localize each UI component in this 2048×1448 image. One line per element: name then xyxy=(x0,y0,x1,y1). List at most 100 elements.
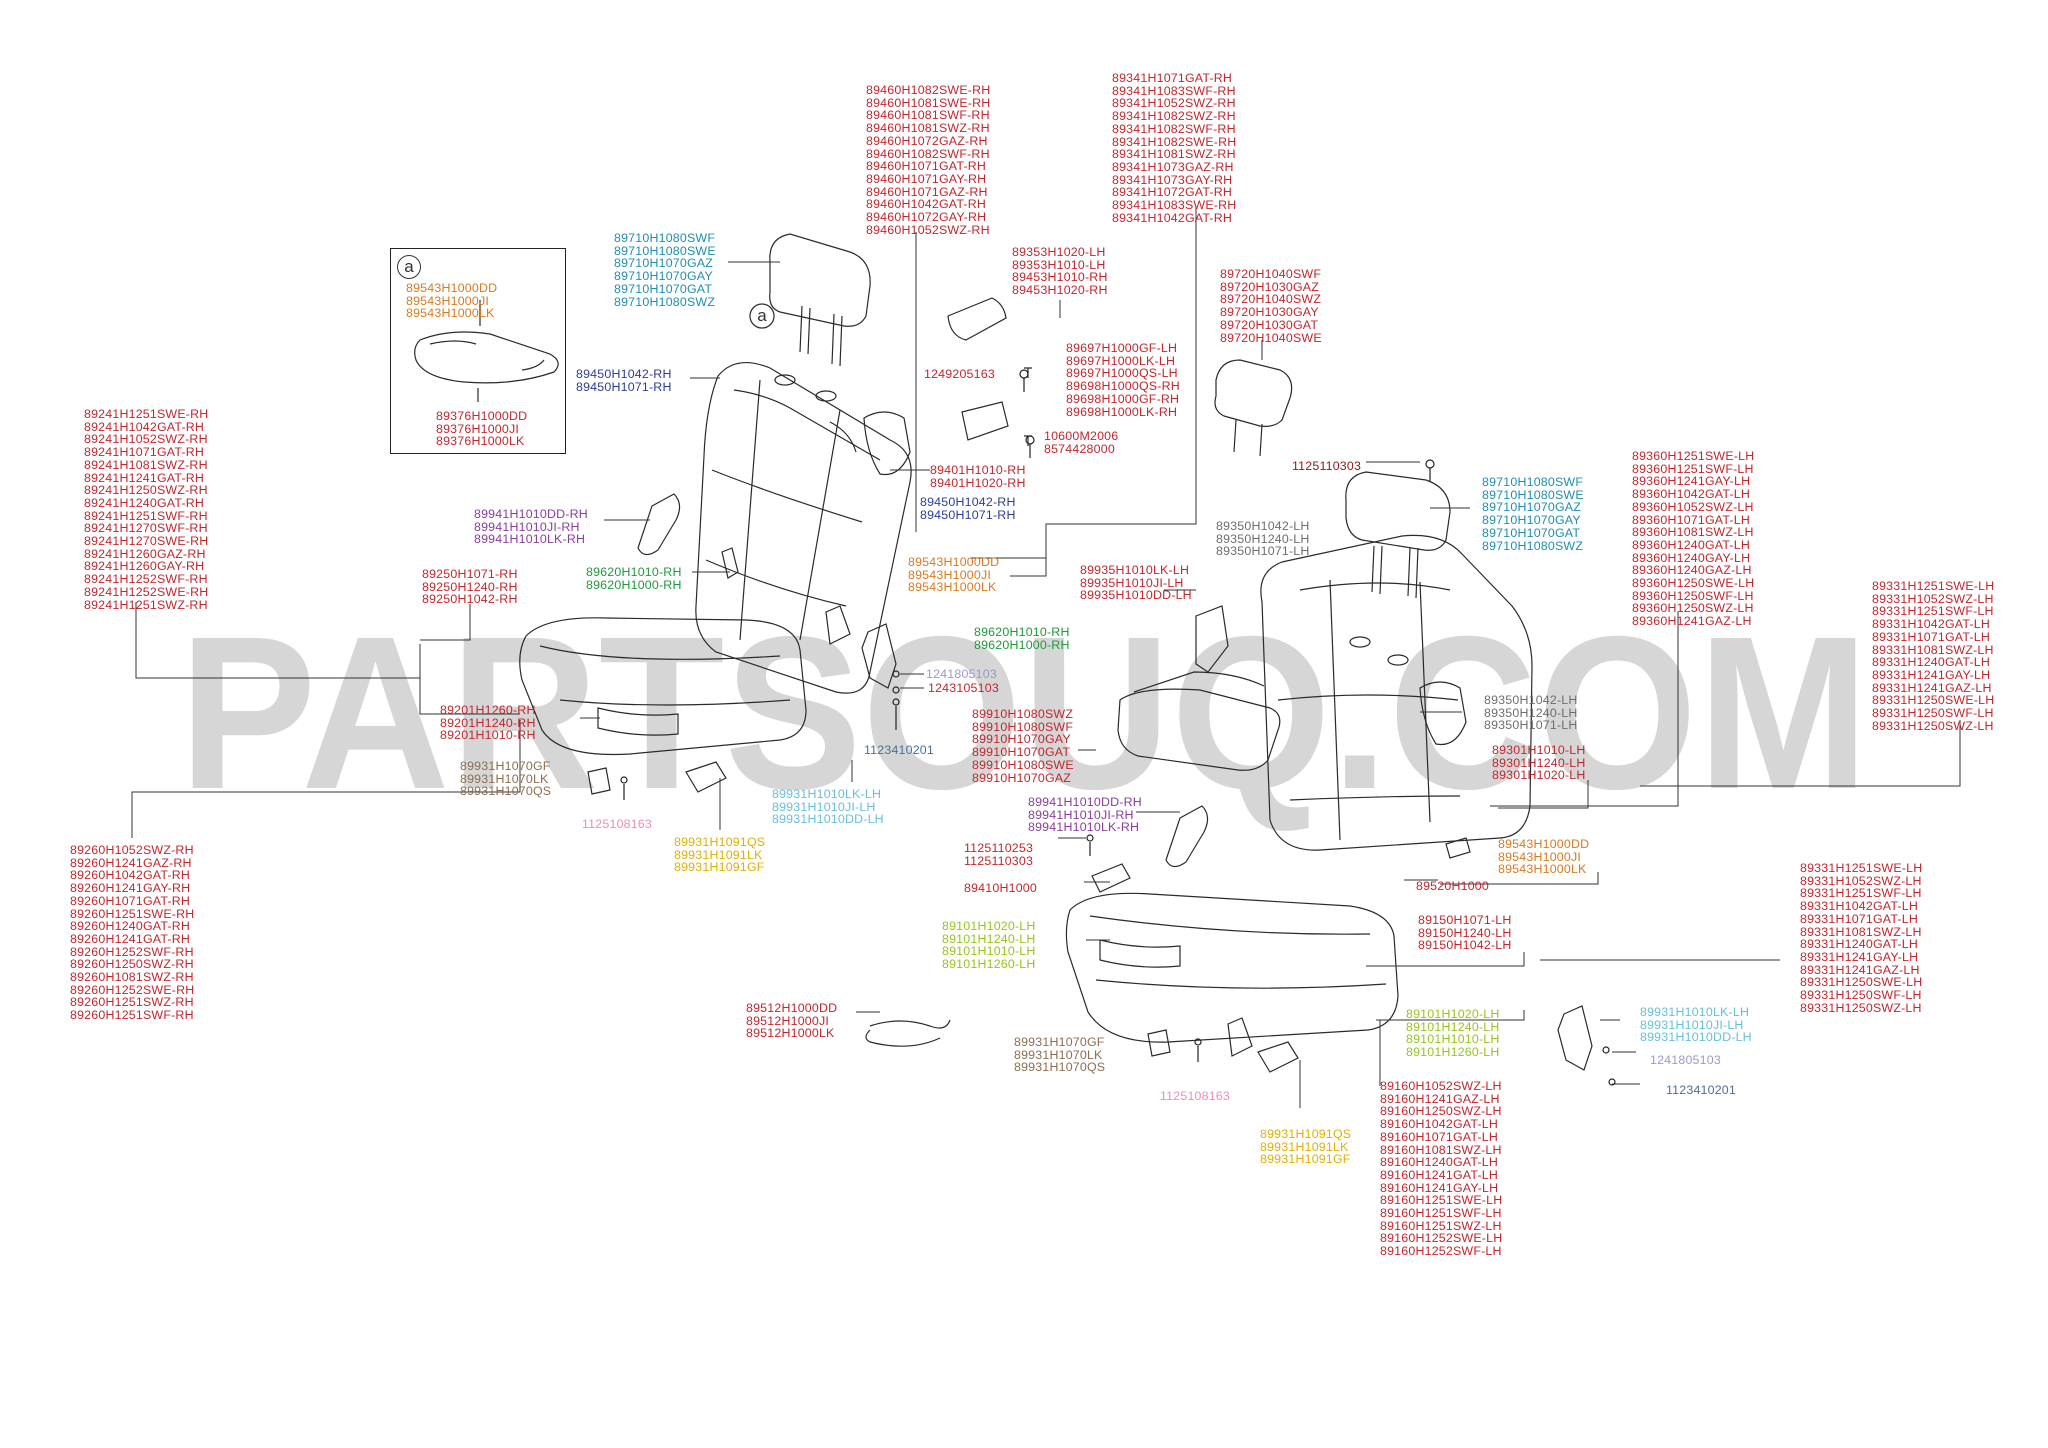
part-number[interactable]: 89360H1250SWE-LH xyxy=(1632,576,1755,591)
part-number[interactable]: 89201H1260-RH xyxy=(440,703,536,717)
part-number[interactable]: 89160H1250SWZ-LH xyxy=(1380,1104,1502,1119)
part-number[interactable]: 89250H1240-RH xyxy=(422,579,518,594)
part-number[interactable]: 89160H1251SWE-LH xyxy=(1380,1193,1503,1208)
part-number[interactable]: 89101H1010-LH xyxy=(942,944,1036,959)
part-number[interactable]: 1125108163 xyxy=(582,817,652,831)
part-number[interactable]: 89360H1251SWE-LH xyxy=(1632,449,1755,463)
part-number[interactable]: 89450H1042-RH xyxy=(576,367,672,381)
part-number[interactable]: 89331H1250SWZ-LH xyxy=(1872,718,1994,733)
part-number[interactable]: 1123410201 xyxy=(864,743,934,757)
part-number[interactable]: 89543H1000LK xyxy=(1498,862,1587,877)
part-number[interactable]: 89341H1042GAT-RH xyxy=(1112,210,1233,225)
part-number[interactable]: 89241H1270SWE-RH xyxy=(84,534,209,549)
part-number[interactable]: 89697H1000LK-LH xyxy=(1066,353,1176,368)
part-number[interactable]: 89201H1240-RH xyxy=(440,715,536,730)
part-number[interactable]: 89620H1010-RH xyxy=(586,565,682,579)
part-number[interactable]: 89350H1042-LH xyxy=(1216,519,1310,533)
part-number[interactable]: 89710H1080SWF xyxy=(614,231,716,245)
part-number[interactable]: 89260H1252SWF-RH xyxy=(70,944,194,959)
part-number[interactable]: 89931H1091LK xyxy=(1260,1139,1349,1154)
part-number[interactable]: 89620H1000-RH xyxy=(586,577,682,592)
part-number[interactable]: 89331H1250SWF-LH xyxy=(1800,988,1922,1003)
part-number[interactable]: 89710H1080SWZ xyxy=(1482,538,1584,553)
part-number[interactable]: 89331H1081SWZ-LH xyxy=(1800,924,1922,939)
part-number[interactable]: 89710H1080SWF xyxy=(1482,475,1584,489)
part-number[interactable]: 89941H1010JI-RH xyxy=(1028,807,1134,822)
part-number[interactable]: 89331H1241GAY-LH xyxy=(1800,949,1919,964)
part-number[interactable]: 89101H1240-LH xyxy=(942,931,1036,946)
part-number[interactable]: 89450H1071-RH xyxy=(920,507,1016,522)
part-number[interactable]: 89241H1052SWZ-RH xyxy=(84,432,208,447)
part-number[interactable]: 89697H1000GF-LH xyxy=(1066,341,1178,355)
part-number[interactable]: 1125110253 xyxy=(964,841,1034,855)
part-number[interactable]: 89710H1070GAY xyxy=(1482,513,1581,528)
part-number[interactable]: 89910H1070GAT xyxy=(972,745,1071,760)
part-number[interactable]: 89160H1252SWE-LH xyxy=(1380,1231,1503,1246)
part-number[interactable]: 89910H1070GAZ xyxy=(972,770,1072,785)
part-number[interactable]: 89241H1251SWZ-RH xyxy=(84,597,208,612)
part-number[interactable]: 89401H1010-RH xyxy=(930,463,1026,477)
part-number[interactable]: 89331H1241GAZ-LH xyxy=(1800,962,1920,977)
part-number[interactable]: 89931H1070QS xyxy=(460,784,552,799)
part-number[interactable]: 89931H1010LK-LH xyxy=(772,787,882,801)
part-number[interactable]: 89331H1250SWE-LH xyxy=(1872,693,1995,708)
part-number[interactable]: 89301H1240-LH xyxy=(1492,755,1586,770)
part-number[interactable]: 89710H1070GAZ xyxy=(1482,500,1582,515)
part-number[interactable]: 89450H1071-RH xyxy=(576,379,672,394)
part-number[interactable]: 89101H1260-LH xyxy=(1406,1045,1500,1060)
part-number[interactable]: 1249205163 xyxy=(924,367,995,381)
part-number[interactable]: 89160H1081SWZ-LH xyxy=(1380,1142,1502,1157)
part-number[interactable]: 89512H1000DD xyxy=(746,1001,838,1015)
part-number[interactable]: 89331H1042GAT-LH xyxy=(1872,617,1990,632)
part-number[interactable]: 89941H1010DD-RH xyxy=(1028,795,1142,809)
part-number[interactable]: 89460H1081SWF-RH xyxy=(866,108,990,123)
part-number[interactable]: 89160H1251SWZ-LH xyxy=(1380,1218,1502,1233)
part-number[interactable]: 89460H1082SWF-RH xyxy=(866,146,990,161)
part-number[interactable]: 89935H1010LK-LH xyxy=(1080,563,1190,577)
part-number[interactable]: 89460H1072GAZ-RH xyxy=(866,133,988,148)
part-number[interactable]: 89260H1081SWZ-RH xyxy=(70,970,194,985)
part-number[interactable]: 89350H1240-LH xyxy=(1484,705,1578,720)
part-number[interactable]: 89710H1080SWE xyxy=(614,243,716,258)
part-number[interactable]: 89910H1080SWZ xyxy=(972,707,1074,721)
part-number[interactable]: 89341H1081SWZ-RH xyxy=(1112,147,1236,162)
part-number[interactable]: 89450H1042-RH xyxy=(920,495,1016,509)
part-number[interactable]: 89460H1052SWZ-RH xyxy=(866,222,990,237)
part-number[interactable]: 89360H1240GAY-LH xyxy=(1632,550,1751,565)
part-number[interactable]: 89720H1040SWE xyxy=(1220,330,1322,345)
part-number[interactable]: 89376H1000LK xyxy=(436,434,525,449)
part-number[interactable]: 89931H1091QS xyxy=(1260,1127,1352,1141)
part-number[interactable]: 1125108163 xyxy=(1160,1089,1230,1103)
part-number[interactable]: 89698H1000LK-RH xyxy=(1066,404,1178,419)
part-number[interactable]: 89260H1241GAZ-RH xyxy=(70,855,192,870)
part-number[interactable]: 89360H1240GAT-LH xyxy=(1632,537,1750,552)
part-number[interactable]: 89331H1042GAT-LH xyxy=(1800,899,1918,914)
part-number[interactable]: 89160H1052SWZ-LH xyxy=(1380,1079,1502,1093)
part-number[interactable]: 89341H1082SWE-RH xyxy=(1112,134,1237,149)
part-number[interactable]: 89720H1030GAZ xyxy=(1220,279,1320,294)
part-number[interactable]: 89350H1042-LH xyxy=(1484,693,1578,707)
part-number[interactable]: 89460H1071GAY-RH xyxy=(866,171,987,186)
part-number[interactable]: 89543H1000JI xyxy=(908,567,992,582)
part-number[interactable]: 89101H1260-LH xyxy=(942,957,1036,972)
part-number[interactable]: 89460H1071GAZ-RH xyxy=(866,184,988,199)
part-number[interactable]: 89241H1250SWZ-RH xyxy=(84,483,208,498)
part-number[interactable]: 89241H1240GAT-RH xyxy=(84,495,205,510)
part-number[interactable]: 89341H1052SWZ-RH xyxy=(1112,96,1236,111)
part-number[interactable]: 89201H1010-RH xyxy=(440,728,536,743)
part-number[interactable]: 89331H1251SWF-LH xyxy=(1872,604,1994,619)
part-number[interactable]: 89460H1082SWE-RH xyxy=(866,83,991,97)
part-number[interactable]: 89331H1251SWF-LH xyxy=(1800,886,1922,901)
part-number[interactable]: 89710H1080SWE xyxy=(1482,487,1584,502)
part-number[interactable]: 89341H1083SWE-RH xyxy=(1112,198,1237,213)
part-number[interactable]: 89460H1042GAT-RH xyxy=(866,197,987,212)
part-number[interactable]: 89241H1251SWF-RH xyxy=(84,508,208,523)
part-number[interactable]: 89931H1070LK xyxy=(460,771,549,786)
part-number[interactable]: 89910H1070GAY xyxy=(972,732,1071,747)
part-number[interactable]: 89453H1010-RH xyxy=(1012,270,1108,285)
part-number[interactable]: 89260H1251SWZ-RH xyxy=(70,995,194,1010)
part-number[interactable]: 89931H1010JI-LH xyxy=(772,799,876,814)
part-number[interactable]: 89341H1073GAY-RH xyxy=(1112,172,1233,187)
part-number[interactable]: 89360H1052SWZ-LH xyxy=(1632,499,1754,514)
part-number[interactable]: 89698H1000QS-RH xyxy=(1066,379,1180,394)
